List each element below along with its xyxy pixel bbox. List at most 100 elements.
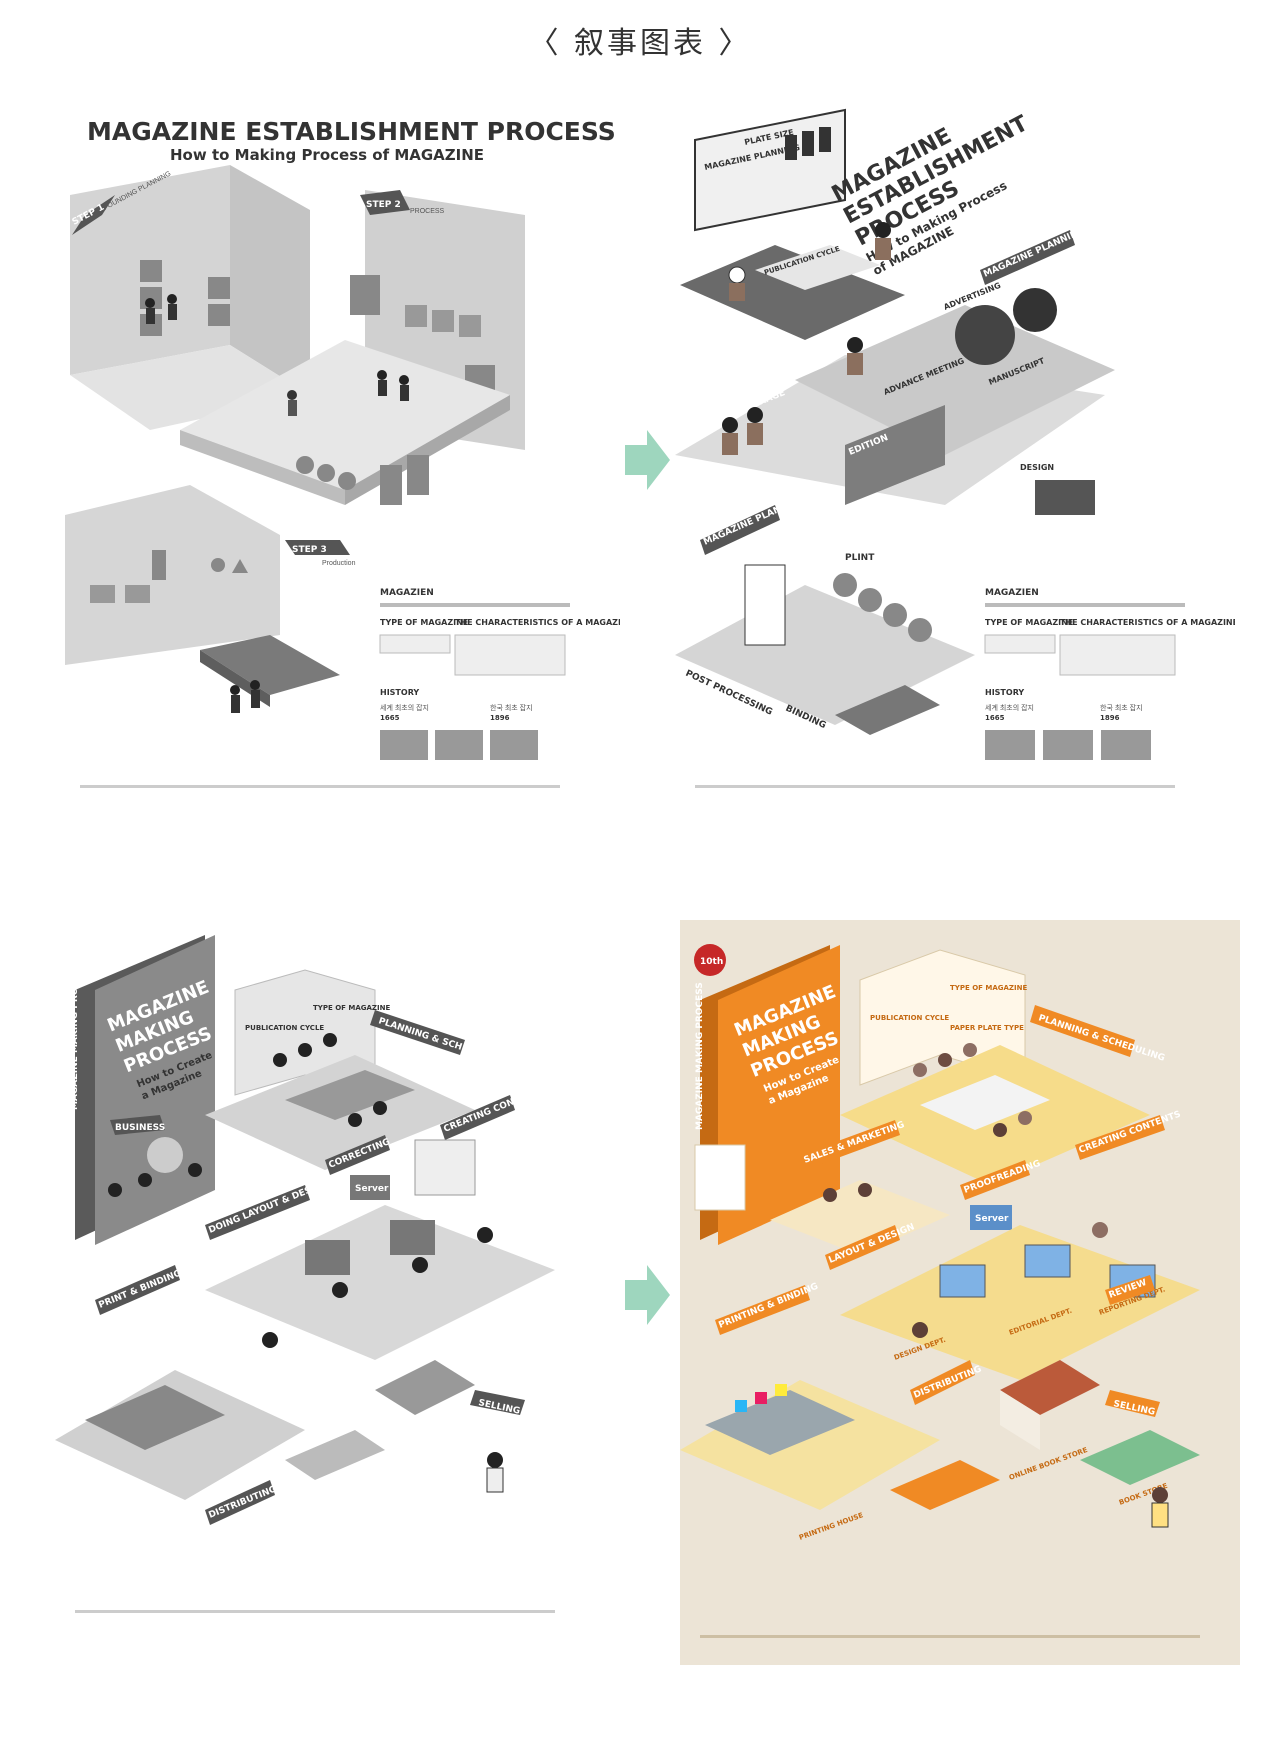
p2-info-history: HISTORY xyxy=(985,688,1024,697)
p1-hist-year-0: 1665 xyxy=(380,714,400,722)
p4-sales-ribbon xyxy=(800,1120,900,1170)
p1-step1-tag xyxy=(72,195,115,235)
p1-disk-a xyxy=(296,456,314,474)
p1-step3-wall xyxy=(65,485,280,665)
p1-subtitle: How to Making Process of MAGAZINE xyxy=(170,146,484,164)
p4-sample-magazine xyxy=(694,1144,746,1211)
p4-monitor-b xyxy=(1024,1244,1071,1278)
panel-establishment-grey: MAGAZINE ESTABLISHMENT PROCESS How to Ma… xyxy=(60,95,620,840)
p1-listener-a-head xyxy=(377,370,387,380)
p1-info-char: THE CHARACTERISTICS OF A MAGAZINE xyxy=(455,618,620,627)
p3-content-sheet xyxy=(414,1139,476,1196)
p1-book-a xyxy=(380,465,402,505)
p4-distributing-ribbon xyxy=(910,1360,975,1405)
p3-print: PRINT & BINDING xyxy=(97,1268,182,1310)
p3-monitor-b xyxy=(390,1220,435,1255)
p3-server-box xyxy=(350,1175,390,1200)
p1-info-char-table xyxy=(454,634,566,676)
p1-presenter-body xyxy=(288,400,297,416)
p1-board-a xyxy=(350,275,380,315)
p1-hist-img-c xyxy=(490,730,538,760)
p1-disk-b xyxy=(317,464,335,482)
p2-reporter-a-head xyxy=(722,417,738,433)
p2-design: DESIGN xyxy=(1020,463,1054,472)
p2-hist-img-c xyxy=(1101,730,1151,760)
p2-title-group: MAGAZINE ESTABLISHMENT PROCESS How to Ma… xyxy=(828,111,1032,278)
p4-footer-line xyxy=(700,1635,1200,1638)
panel-2-illustration: MAGAZINE PLANNING PLATE SIZE MAGAZINE ES… xyxy=(675,108,1235,788)
p2-roller-b xyxy=(858,588,882,612)
p3-buyer-body xyxy=(486,1467,504,1493)
p1-info-magazine: MAGAZIEN xyxy=(380,588,434,598)
p1-listener-a-body xyxy=(378,380,387,396)
p1-box-a xyxy=(405,305,427,327)
p3-planner-c-head xyxy=(323,1033,337,1047)
p2-editor-body xyxy=(847,353,863,375)
p4-server: Server xyxy=(975,1214,1009,1224)
p1-box-c xyxy=(459,315,481,337)
p2-office-floor xyxy=(795,305,1115,455)
p1-press-top xyxy=(200,635,340,695)
p2-stander-body xyxy=(875,238,891,260)
p3-type-of: TYPE OF MAGAZINE xyxy=(313,1004,390,1012)
p1-worker-b-body xyxy=(251,690,260,708)
p4-planner-a-head xyxy=(913,1063,927,1077)
p1-plate-c xyxy=(140,314,162,336)
p4-layout-ribbon xyxy=(825,1225,900,1270)
p4-sales-a-head xyxy=(823,1188,837,1202)
p2-hist-year-0: 1665 xyxy=(985,714,1005,722)
p2-info-char: THE CHARACTERISTICS OF A MAGAZINE xyxy=(1060,618,1235,627)
p1-hist-img-b xyxy=(435,730,483,760)
p1-person-b-body xyxy=(168,304,177,320)
p1-info-type-table xyxy=(379,634,451,654)
p1-info-type: TYPE OF MAGAZINE xyxy=(380,618,468,627)
p2-plate-c xyxy=(819,127,831,152)
p4-planner-e-head xyxy=(1018,1111,1032,1125)
p3-distributing-ribbon xyxy=(205,1480,275,1525)
p4-buyer-head xyxy=(1152,1487,1168,1503)
p4-creating-ribbon xyxy=(1075,1115,1165,1160)
p4-store-roof xyxy=(1000,1360,1100,1415)
p2-magazine-planning-b: MAGAZINE PLANNING xyxy=(982,226,1086,280)
p1-step2-tag xyxy=(360,190,410,215)
p2-meeting-table xyxy=(755,245,880,290)
p1-worker-b-head xyxy=(250,680,260,690)
p1-worker-a-head xyxy=(230,685,240,695)
p3-footer-line xyxy=(75,1610,555,1613)
p2-planning-ribbon xyxy=(980,230,1075,285)
p3-biz-c-head xyxy=(188,1163,202,1177)
p1-plate-e xyxy=(208,304,230,326)
p2-footer-line xyxy=(695,785,1175,788)
p4-online-store: ONLINE BOOK STORE xyxy=(1008,1446,1089,1482)
p1-hist-img-a xyxy=(380,730,428,760)
p3-selling-ribbon xyxy=(470,1390,525,1415)
p1-step3-label: Production xyxy=(322,560,356,567)
p2-editor-head xyxy=(847,337,863,353)
p3-correcting-ribbon xyxy=(325,1135,390,1175)
p4-office-floor xyxy=(840,1225,1200,1380)
p3-print-floor xyxy=(55,1370,305,1500)
p4-publication-cycle: PUBLICATION CYCLE xyxy=(870,1014,949,1022)
p4-bookstore xyxy=(1080,1430,1200,1485)
p4-planning-ribbon xyxy=(1030,1005,1135,1057)
p1-listener-b-head xyxy=(399,375,409,385)
p3-warehouse xyxy=(375,1360,475,1415)
p4-badge xyxy=(694,944,726,976)
p2-planning-ribbon-2 xyxy=(700,505,780,555)
p1-presenter-head xyxy=(287,390,297,400)
p3-truck xyxy=(285,1430,385,1480)
panel-establishment-illustrated: MAGAZINE PLANNING PLATE SIZE MAGAZINE ES… xyxy=(675,95,1235,840)
p3-printer-head xyxy=(262,1332,278,1348)
p1-info-history: HISTORY xyxy=(380,688,419,697)
p2-binding-box xyxy=(835,685,940,735)
p3-planning-ribbon xyxy=(370,1010,465,1055)
p1-person-a-head xyxy=(145,298,155,308)
p3-planning-table xyxy=(285,1070,415,1120)
p3-spine-title: MAGAZINE MAKING PROCESS xyxy=(70,962,80,1110)
p2-advertising-bubble xyxy=(955,305,1015,365)
p3-layout: DOING LAYOUT & DESIGN xyxy=(207,1179,330,1236)
p3-press xyxy=(85,1385,225,1450)
p1-worker-a-body xyxy=(231,695,240,713)
p3-business-bubble xyxy=(147,1137,183,1173)
p1-stage-top xyxy=(180,340,510,490)
